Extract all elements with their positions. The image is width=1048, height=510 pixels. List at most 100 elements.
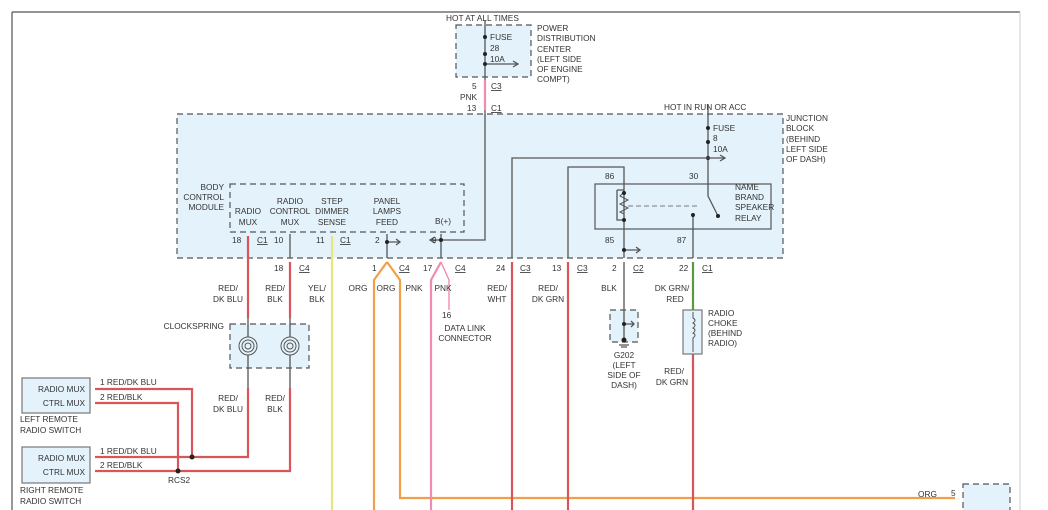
svg-text:BLOCK: BLOCK xyxy=(786,123,815,133)
svg-text:C4: C4 xyxy=(455,263,466,273)
svg-text:DK GRN: DK GRN xyxy=(656,377,688,387)
wire-label: 1 RED/DK BLU xyxy=(100,446,157,456)
svg-text:MUX: MUX xyxy=(281,217,300,227)
svg-text:C1: C1 xyxy=(702,263,713,273)
svg-text:RED/: RED/ xyxy=(664,366,685,376)
org-wires xyxy=(372,261,955,510)
svg-text:DISTRIBUTION: DISTRIBUTION xyxy=(537,33,596,43)
svg-text:LEFT SIDE: LEFT SIDE xyxy=(786,144,828,154)
relay-switch xyxy=(692,184,719,258)
svg-text:RED/: RED/ xyxy=(487,283,508,293)
svg-text:JUNCTION: JUNCTION xyxy=(786,113,828,123)
wire-color-label: ORG xyxy=(918,489,937,499)
pin-label: 30 xyxy=(689,171,699,181)
svg-text:2: 2 xyxy=(612,263,617,273)
svg-text:BLK: BLK xyxy=(309,294,325,304)
svg-text:CONNECTOR: CONNECTOR xyxy=(438,333,491,343)
fuse-amps: 10A xyxy=(713,144,728,154)
pin-label: 86 xyxy=(605,171,615,181)
node-dot xyxy=(483,52,487,56)
svg-text:RADIO): RADIO) xyxy=(708,338,737,348)
svg-text:LAMPS: LAMPS xyxy=(373,206,402,216)
svg-text:17: 17 xyxy=(423,263,433,273)
svg-text:C1: C1 xyxy=(340,235,351,245)
svg-text:POWER: POWER xyxy=(537,23,568,33)
pin-label: 85 xyxy=(605,235,615,245)
clockspring-wires xyxy=(247,318,291,388)
svg-text:YEL/: YEL/ xyxy=(308,283,327,293)
svg-text:C4: C4 xyxy=(299,263,310,273)
svg-text:22: 22 xyxy=(679,263,689,273)
offpage-component xyxy=(962,483,1011,510)
svg-text:2: 2 xyxy=(375,235,380,245)
svg-text:SPEAKER: SPEAKER xyxy=(735,202,774,212)
svg-text:SENSE: SENSE xyxy=(318,217,347,227)
svg-text:C3: C3 xyxy=(577,263,588,273)
svg-text:(BEHIND: (BEHIND xyxy=(786,134,820,144)
svg-text:PNK: PNK xyxy=(434,283,452,293)
svg-text:DASH): DASH) xyxy=(611,380,637,390)
svg-text:9: 9 xyxy=(432,235,437,245)
speaker-relay xyxy=(594,183,772,230)
pin-label: 5 xyxy=(951,488,956,498)
svg-text:RED/: RED/ xyxy=(265,393,286,403)
run-bus-wire xyxy=(511,154,727,258)
red-blk-wire-right xyxy=(95,388,292,473)
svg-text:ORG: ORG xyxy=(377,283,396,293)
pin-name: CTRL MUX xyxy=(43,467,86,477)
connector-label: C3 xyxy=(491,81,502,91)
svg-text:DIMMER: DIMMER xyxy=(315,206,349,216)
svg-text:RADIO: RADIO xyxy=(235,206,262,216)
svg-text:RED/: RED/ xyxy=(538,283,559,293)
svg-text:COMPT): COMPT) xyxy=(537,74,570,84)
svg-text:11: 11 xyxy=(316,235,325,245)
svg-text:WHT: WHT xyxy=(488,294,507,304)
svg-text:RADIO: RADIO xyxy=(708,308,735,318)
svg-text:18: 18 xyxy=(274,263,284,273)
body-control-module xyxy=(229,183,465,233)
svg-text:(LEFT SIDE: (LEFT SIDE xyxy=(537,54,582,64)
svg-text:RELAY: RELAY xyxy=(735,213,762,223)
svg-text:BRAND: BRAND xyxy=(735,192,764,202)
svg-text:MUX: MUX xyxy=(239,217,258,227)
svg-text:RED/: RED/ xyxy=(218,393,239,403)
svg-text:NAME: NAME xyxy=(735,182,759,192)
svg-text:STEP: STEP xyxy=(321,196,343,206)
svg-text:G202: G202 xyxy=(614,350,635,360)
svg-text:SIDE OF: SIDE OF xyxy=(607,370,640,380)
red-dkblu-wire-right xyxy=(95,388,250,459)
svg-text:DATA LINK: DATA LINK xyxy=(444,323,486,333)
right-remote-radio-switch xyxy=(21,446,91,484)
hot-in-run-label: HOT IN RUN OR ACC xyxy=(664,102,746,112)
coil-icon xyxy=(692,312,696,352)
switch-name: RADIO SWITCH xyxy=(20,425,81,435)
svg-text:RED/: RED/ xyxy=(218,283,239,293)
svg-text:OF DASH): OF DASH) xyxy=(786,154,826,164)
red-blk-wire-left xyxy=(95,401,180,471)
wire-label: 2 RED/BLK xyxy=(100,460,143,470)
clockspring-label: CLOCKSPRING xyxy=(164,321,224,331)
svg-text:(BEHIND: (BEHIND xyxy=(708,328,742,338)
svg-text:ORG: ORG xyxy=(349,283,368,293)
svg-text:DK GRN/: DK GRN/ xyxy=(655,283,690,293)
svg-text:C2: C2 xyxy=(633,263,644,273)
svg-text:FEED: FEED xyxy=(376,217,398,227)
svg-text:C4: C4 xyxy=(399,263,410,273)
node-dot xyxy=(483,35,487,39)
left-remote-radio-switch xyxy=(21,377,91,414)
fuse-label: FUSE xyxy=(490,32,513,42)
svg-text:RED: RED xyxy=(666,294,684,304)
hot-at-all-times-label: HOT AT ALL TIMES xyxy=(446,13,519,23)
svg-text:RED/: RED/ xyxy=(265,283,286,293)
svg-text:BLK: BLK xyxy=(267,294,283,304)
splice-dot xyxy=(175,468,181,474)
arrow-icon xyxy=(485,60,520,68)
